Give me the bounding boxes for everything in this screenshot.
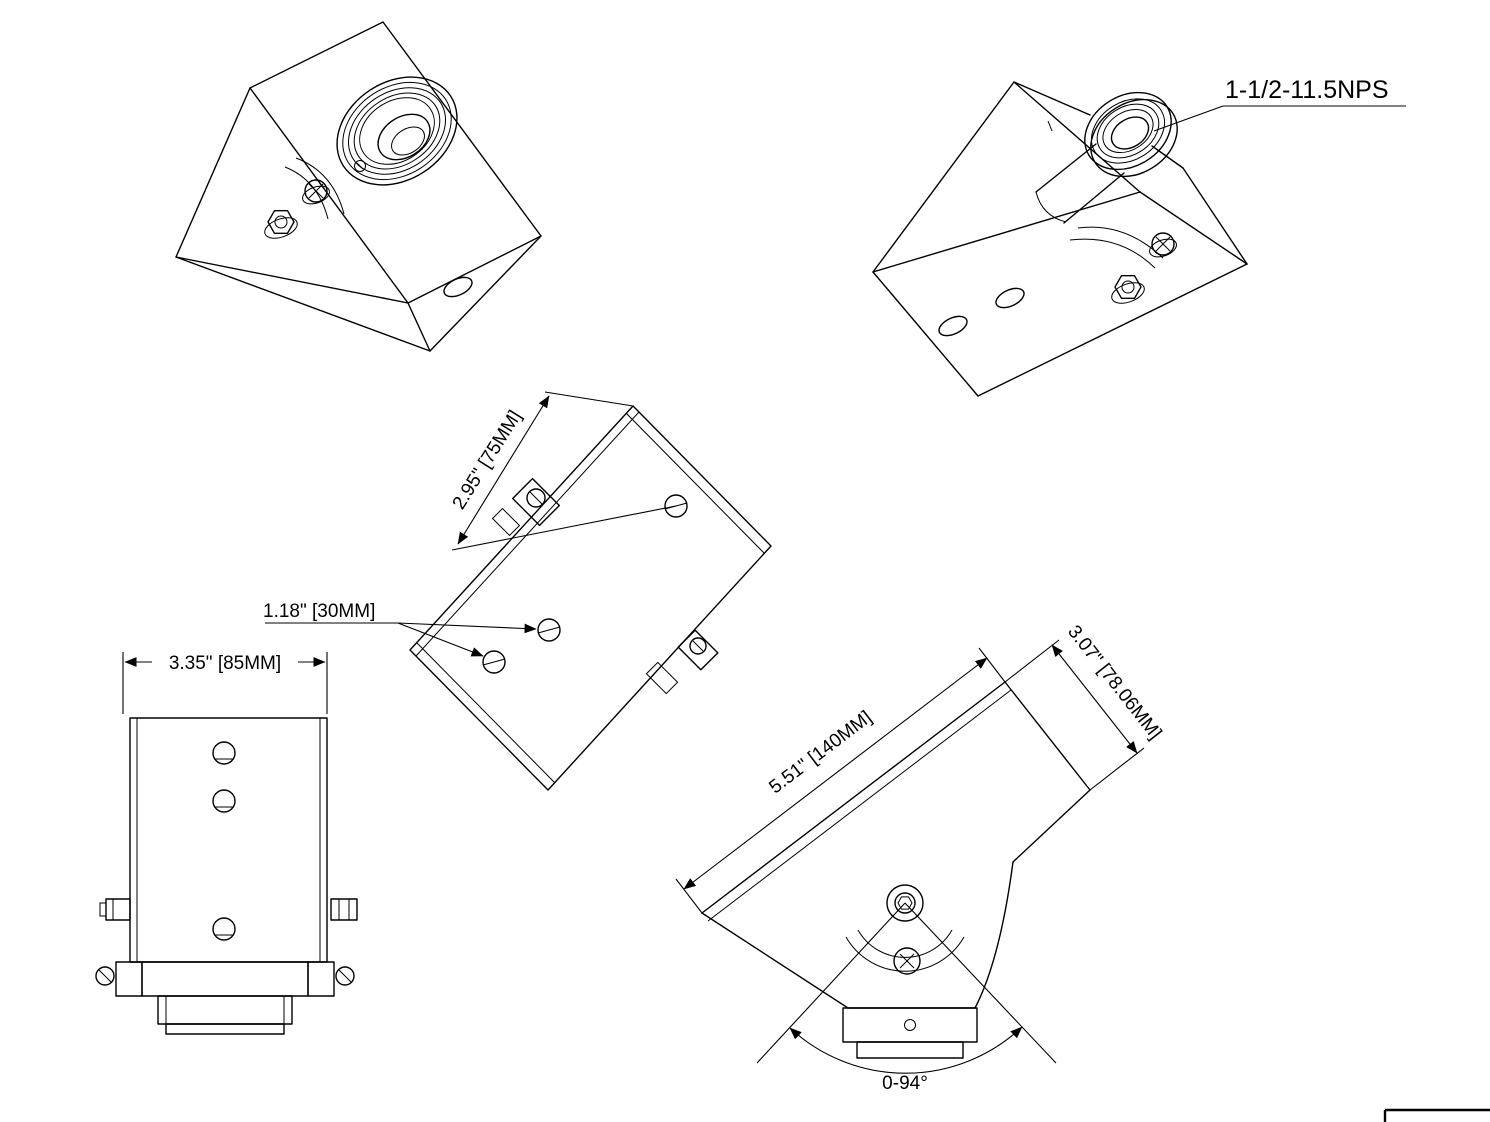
pipe-collar xyxy=(157,995,293,1025)
dimension-text: 1.18" [30MM] xyxy=(263,601,375,622)
view-top-rotated: 2.95" [75MM] 1.18" [30MM] xyxy=(263,391,772,791)
threaded-collar xyxy=(1084,91,1178,178)
extension-line xyxy=(978,647,1006,683)
extension-line xyxy=(544,391,634,407)
dimension-body-width: 3.35" [85MM] xyxy=(122,652,328,714)
side-hex-nut xyxy=(330,898,358,921)
mounting-hole xyxy=(537,618,561,642)
angle-text: 0-94° xyxy=(882,1073,928,1094)
angle-indicator: 0-94° xyxy=(756,902,1057,1094)
dimension-text: 3.07" [78.06MM] xyxy=(1063,622,1165,744)
mounting-hole xyxy=(212,917,236,941)
dimension-line xyxy=(683,657,988,890)
phillips-screw xyxy=(302,179,330,205)
view-front: 3.35" [85MM] xyxy=(95,652,358,1035)
flange-screw xyxy=(95,966,115,986)
side-bolt xyxy=(99,898,131,921)
base-slot xyxy=(443,276,473,298)
mounting-hole xyxy=(212,789,236,813)
mounting-hole xyxy=(212,741,236,765)
extension-line xyxy=(1089,747,1145,791)
tilt-slot-arc xyxy=(284,157,345,220)
adjustment-slot-arc xyxy=(845,929,965,972)
pipe-cylinder xyxy=(1035,143,1125,224)
collar-lip xyxy=(165,1023,285,1035)
mounting-hole xyxy=(482,650,506,674)
dimension-body-length: 5.51" [140MM] xyxy=(675,647,1006,914)
bottom-flange xyxy=(95,961,355,1035)
bracket-silhouette xyxy=(175,21,542,352)
base-plate xyxy=(842,1007,978,1059)
tilt-slot-arc xyxy=(1069,226,1164,269)
dimension-face-depth: 3.07" [78.06MM] xyxy=(1004,622,1165,791)
flange-screw xyxy=(335,966,355,986)
title-block-corner xyxy=(1383,1108,1490,1122)
bracket-body xyxy=(129,717,328,963)
extension-line xyxy=(675,878,703,914)
side-screw xyxy=(645,629,719,695)
dimension-text: 3.35" [85MM] xyxy=(169,653,281,674)
pivot-screw xyxy=(491,477,561,537)
view-isometric-back-right: 1-1/2-11.5NPS xyxy=(872,76,1406,397)
dimension-line xyxy=(1051,644,1138,754)
hex-nut xyxy=(264,209,298,239)
set-screw-hole xyxy=(354,160,366,172)
hex-nut xyxy=(1111,275,1145,304)
thread-spec-callout: 1-1/2-11.5NPS xyxy=(1153,76,1406,132)
phillips-screw xyxy=(893,947,921,975)
base-hole xyxy=(904,1019,916,1031)
extension-line xyxy=(1004,639,1060,683)
base-slot xyxy=(938,315,968,337)
base-slot xyxy=(995,287,1025,309)
phillips-screw xyxy=(1149,232,1177,258)
angle-arc xyxy=(789,1026,1023,1074)
dimension-hole-spacing: 1.18" [30MM] xyxy=(263,601,537,657)
extension-line xyxy=(451,505,677,551)
pivot-bolt xyxy=(886,884,924,922)
thread-spec-label: 1-1/2-11.5NPS xyxy=(1225,76,1389,104)
view-isometric-front-left xyxy=(175,21,542,352)
plate-outline xyxy=(409,405,772,791)
dimension-line xyxy=(457,395,550,545)
view-side-rotated: 0-94° 5.51" [140MM] 3.07" [78.06MM] xyxy=(675,622,1165,1094)
threaded-port xyxy=(336,76,458,186)
leader-line xyxy=(1153,105,1224,132)
